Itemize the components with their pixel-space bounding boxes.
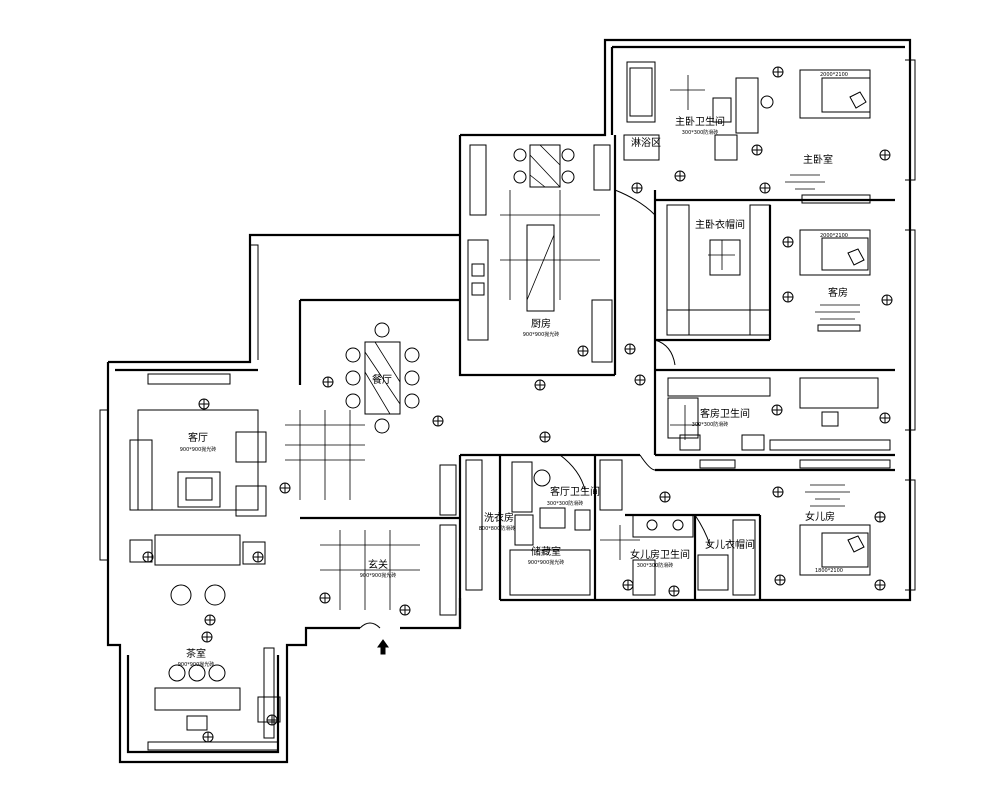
ceiling-light-icon	[879, 412, 891, 424]
ceiling-light-icon	[577, 345, 589, 357]
room-note-guest-bath: 300*300防滑砖	[692, 421, 729, 428]
room-label-daughter: 女儿房	[805, 510, 835, 523]
room-note-entry: 900*900抛光砖	[360, 572, 397, 579]
room-label-kitchen: 厨房	[531, 317, 551, 330]
room-label-daughter-bath: 女儿房卫生间	[630, 548, 690, 561]
room-label-laundry: 洗衣房	[484, 511, 514, 524]
entrance-arrow-icon	[377, 639, 389, 655]
ceiling-light-icon	[201, 631, 213, 643]
room-label-living-bath: 客厅卫生间	[550, 485, 600, 498]
ceiling-light-icon	[668, 585, 680, 597]
room-label-guest-bath: 客房卫生间	[700, 407, 750, 420]
room-label-tea: 茶室	[186, 647, 206, 660]
ceiling-light-icon	[659, 491, 671, 503]
room-note-tea: 900*900抛光砖	[178, 661, 215, 668]
ceiling-light-icon	[539, 431, 551, 443]
ceiling-light-icon	[759, 182, 771, 194]
bed-size-guest: 2000*2100	[820, 233, 848, 239]
room-note-living-bath: 300*300防滑砖	[547, 500, 584, 507]
room-label-master-closet: 主卧衣帽间	[695, 218, 745, 231]
ceiling-light-icon	[674, 170, 686, 182]
ceiling-light-icon	[279, 482, 291, 494]
ceiling-light-icon	[771, 404, 783, 416]
ceiling-light-icon	[774, 574, 786, 586]
floor-grids	[285, 75, 735, 610]
ceiling-light-icon	[142, 551, 154, 563]
ceiling-light-icon	[879, 149, 891, 161]
ceiling-light-icon	[772, 486, 784, 498]
ceiling-light-icon	[252, 551, 264, 563]
ceiling-light-icon	[322, 376, 334, 388]
room-label-living: 客厅	[188, 431, 208, 444]
ceiling-lights	[142, 66, 893, 743]
ceiling-light-icon	[319, 592, 331, 604]
ceiling-light-icon	[772, 66, 784, 78]
walls	[106, 38, 912, 764]
ceiling-light-icon	[631, 182, 643, 194]
ceiling-light-icon	[622, 579, 634, 591]
room-note-master-bath: 300*300防滑砖	[682, 129, 719, 136]
ceiling-light-icon	[202, 731, 214, 743]
ceiling-light-icon	[624, 343, 636, 355]
ceiling-light-icon	[534, 379, 546, 391]
room-label-guest: 客房	[828, 286, 848, 299]
room-note-living: 900*900抛光砖	[180, 446, 217, 453]
bed-size-daughter: 1800*2100	[815, 568, 843, 574]
room-note-kitchen: 900*900抛光砖	[523, 331, 560, 338]
ceiling-light-icon	[198, 398, 210, 410]
room-labels: 客厅 900*900抛光砖 茶室 900*900抛光砖 餐厅 玄关 900*90…	[178, 115, 848, 668]
ceiling-light-icon	[782, 291, 794, 303]
ceiling-light-icon	[204, 614, 216, 626]
bed-size-labels: 2000*2100 2000*2100 1800*2100	[815, 72, 848, 574]
room-note-laundry: 800*800防滑砖	[479, 525, 516, 532]
ceiling-light-icon	[399, 604, 411, 616]
bed-size-master: 2000*2100	[820, 72, 848, 78]
ceiling-light-icon	[874, 511, 886, 523]
ceiling-light-icon	[432, 415, 444, 427]
room-label-daughter-closet: 女儿衣帽间	[705, 538, 755, 551]
ceiling-light-icon	[881, 294, 893, 306]
room-note-daughter-bath: 300*300防滑砖	[637, 562, 674, 569]
ceiling-light-icon	[874, 579, 886, 591]
room-label-dining: 餐厅	[372, 373, 392, 386]
room-note-storage: 900*900抛光砖	[528, 559, 565, 566]
ceiling-light-icon	[266, 714, 278, 726]
ceiling-light-icon	[751, 144, 763, 156]
furniture	[99, 59, 916, 751]
ceiling-light-icon	[634, 374, 646, 386]
room-label-master-bed: 主卧室	[803, 153, 833, 166]
ceiling-light-icon	[782, 236, 794, 248]
room-label-shower: 淋浴区	[631, 136, 661, 149]
room-label-storage: 储藏室	[531, 545, 561, 558]
room-label-master-bath: 主卧卫生间	[675, 115, 725, 128]
room-label-entry: 玄关	[368, 558, 388, 571]
